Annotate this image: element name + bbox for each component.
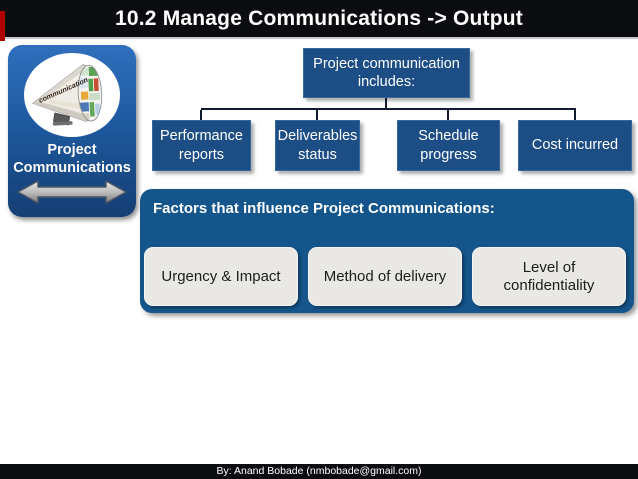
double-arrow-icon: [16, 178, 128, 211]
footer-credit: By: Anand Bobade (nmbobade@gmail.com): [216, 465, 422, 478]
title-bar: 10.2 Manage Communications -> Output: [0, 0, 638, 39]
flowchart-node-performance-reports: Performance reports: [152, 120, 251, 171]
factors-item-row: Urgency & Impact Method of delivery Leve…: [144, 247, 626, 306]
flowchart-root-node: Project communication includes:: [303, 48, 470, 98]
flowchart-node-deliverables-status: Deliverables status: [275, 120, 360, 171]
connector-line: [385, 98, 387, 109]
connector-line: [447, 110, 449, 120]
factor-item-method-of-delivery: Method of delivery: [308, 247, 462, 306]
communications-image-circle: communication: [24, 53, 120, 137]
flowchart-node-cost-incurred: Cost incurred: [518, 120, 632, 171]
megaphone-collage-icon: communication: [31, 64, 104, 126]
red-accent-strip: [0, 11, 5, 41]
page-title: 10.2 Manage Communications -> Output: [114, 6, 523, 30]
factors-panel: Factors that influence Project Communica…: [140, 189, 634, 313]
connector-line: [201, 108, 576, 110]
connector-line: [200, 110, 202, 120]
sidebar-label: Project Communications: [13, 142, 131, 177]
connector-line: [316, 110, 318, 120]
project-communications-card: communication Project Communications: [8, 45, 136, 217]
footer-bar: By: Anand Bobade (nmbobade@gmail.com): [0, 464, 638, 479]
factor-item-urgency-impact: Urgency & Impact: [144, 247, 298, 306]
factor-item-level-confidentiality: Level of confidentiality: [472, 247, 626, 306]
flowchart-node-schedule-progress: Schedule progress: [397, 120, 500, 171]
factors-heading: Factors that influence Project Communica…: [153, 200, 495, 217]
connector-line: [574, 110, 576, 120]
